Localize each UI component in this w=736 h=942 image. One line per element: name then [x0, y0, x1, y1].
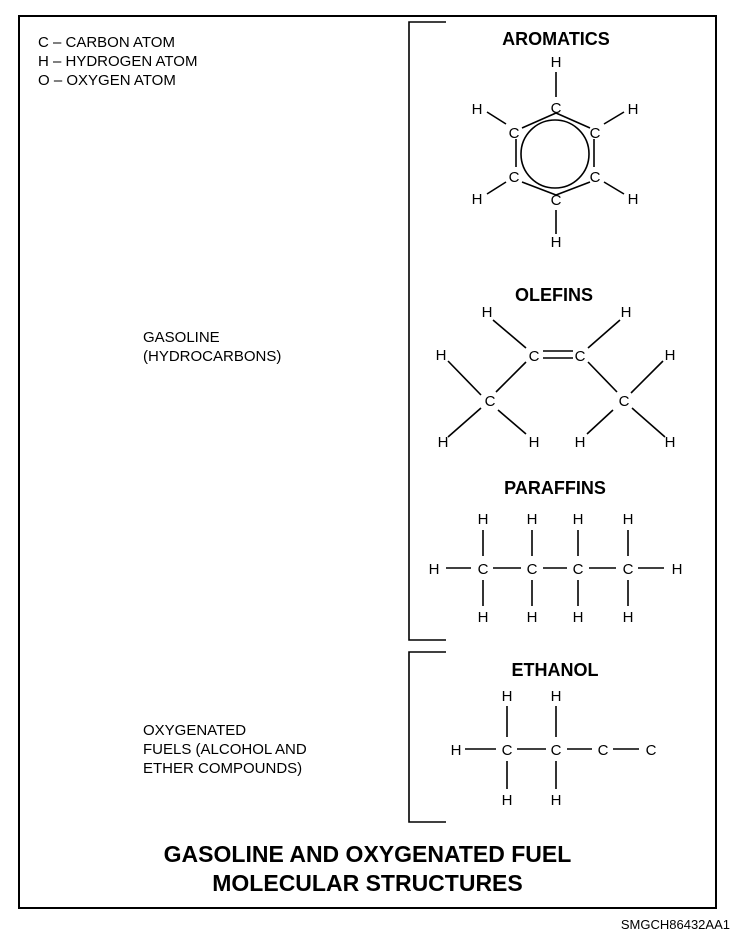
h-atom: H [529, 434, 540, 451]
oxygenated-group-label: OXYGENATED FUELS (ALCOHOL AND ETHER COMP… [143, 722, 307, 777]
h-atom: H [551, 792, 562, 809]
olefins-structure: H H C C H H C C H H H H [436, 304, 676, 451]
c-atom: C [590, 125, 601, 142]
h-atom: H [551, 54, 562, 71]
legend-carbon: C – CARBON ATOM [38, 34, 175, 51]
aromatics-heading: AROMATICS [502, 29, 610, 49]
h-atom: H [438, 434, 449, 451]
olefins-heading: OLEFINS [515, 285, 593, 305]
h-atom: H [551, 234, 562, 251]
h-atom: H [502, 688, 513, 705]
c-atom: C [551, 192, 562, 209]
h-atom: H [436, 347, 447, 364]
c-atom: C [509, 125, 520, 142]
c-atom: C [598, 742, 609, 759]
h-atom: H [429, 561, 440, 578]
c-atom: C [551, 100, 562, 117]
h-atom: H [527, 609, 538, 626]
aromatics-structure: H C C C C C C H H H H H [472, 54, 639, 251]
gasoline-group-label: GASOLINE (HYDROCARBONS) [143, 329, 282, 365]
ethanol-heading: ETHANOL [512, 660, 599, 680]
h-atom: H [472, 191, 483, 208]
h-atom: H [623, 511, 634, 528]
oxygenated-bracket [408, 651, 446, 823]
c-atom: C [573, 561, 584, 578]
h-atom: H [472, 101, 483, 118]
h-atom: H [665, 434, 676, 451]
paraffins-structure: H H H H H C C C C H H H H H [429, 511, 683, 626]
h-atom: H [621, 304, 632, 321]
c-atom: C [502, 742, 513, 759]
c-atom: C [529, 348, 540, 365]
c-atom: C [590, 169, 601, 186]
h-atom: H [573, 511, 584, 528]
c-atom: C [619, 393, 630, 410]
c-atom: C [646, 742, 657, 759]
paraffins-heading: PARAFFINS [504, 478, 606, 498]
legend-hydrogen: H – HYDROGEN ATOM [38, 53, 198, 70]
h-atom: H [478, 609, 489, 626]
h-atom: H [623, 609, 634, 626]
h-atom: H [628, 101, 639, 118]
h-atom: H [573, 609, 584, 626]
ethanol-structure: H H H C C C C H H [451, 688, 657, 809]
h-atom: H [478, 511, 489, 528]
figure-frame [18, 15, 717, 909]
h-atom: H [665, 347, 676, 364]
h-atom: H [527, 511, 538, 528]
figure-code: SMGCH86432AA1 [620, 917, 730, 932]
h-atom: H [451, 742, 462, 759]
legend-oxygen: O – OXYGEN ATOM [38, 72, 176, 89]
figure-title-line2: MOLECULAR STRUCTURES [212, 870, 523, 896]
h-atom: H [551, 688, 562, 705]
atom-legend: C – CARBON ATOM H – HYDROGEN ATOM O – OX… [38, 33, 197, 90]
gasoline-bracket [408, 21, 446, 641]
c-atom: C [623, 561, 634, 578]
h-atom: H [628, 191, 639, 208]
h-atom: H [672, 561, 683, 578]
c-atom: C [527, 561, 538, 578]
c-atom: C [509, 169, 520, 186]
h-atom: H [482, 304, 493, 321]
h-atom: H [575, 434, 586, 451]
h-atom: H [502, 792, 513, 809]
c-atom: C [551, 742, 562, 759]
c-atom: C [478, 561, 489, 578]
c-atom: C [575, 348, 586, 365]
c-atom: C [485, 393, 496, 410]
figure-title-line1: GASOLINE AND OXYGENATED FUEL [163, 841, 572, 867]
